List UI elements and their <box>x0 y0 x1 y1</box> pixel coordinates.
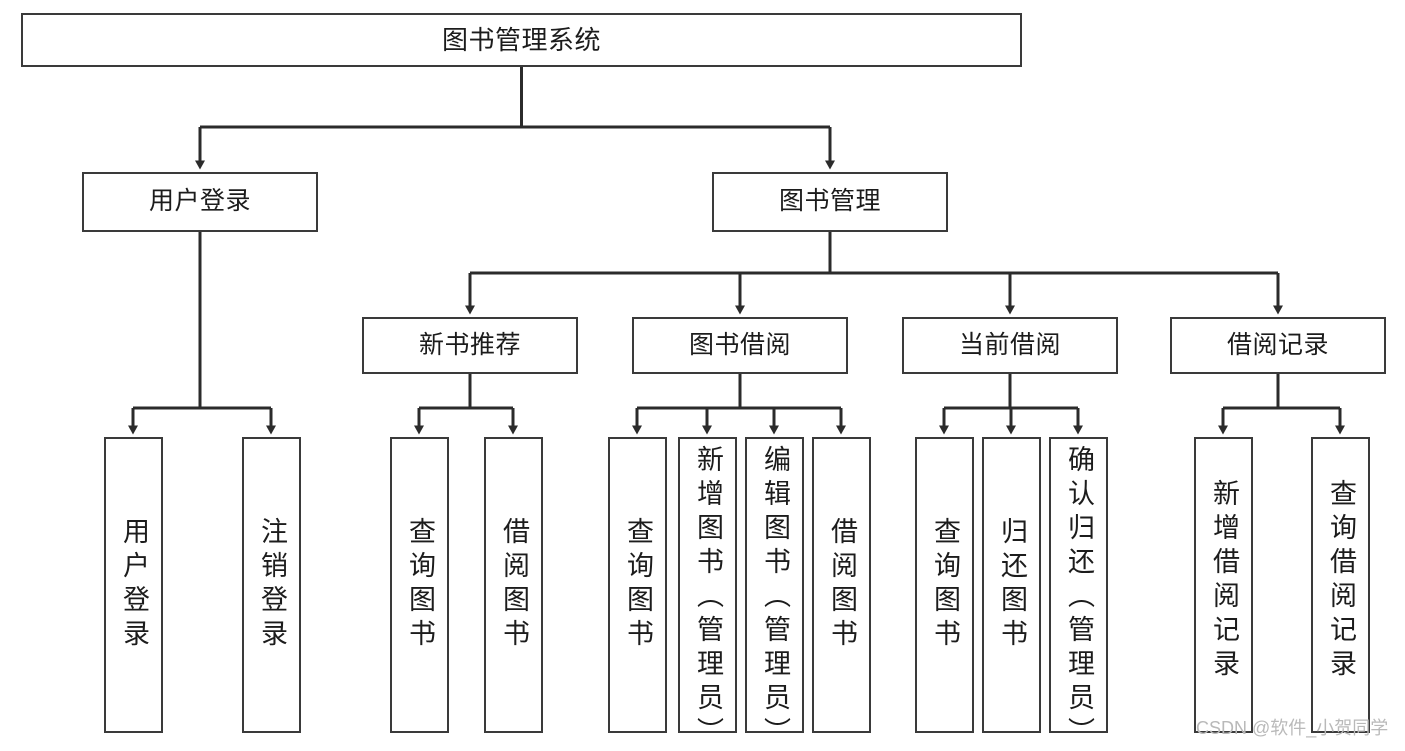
node-label: 图书管理 <box>778 187 881 216</box>
node-new-book-recommend[interactable]: 新书推荐 <box>362 317 578 374</box>
node-label: 用户登录 <box>148 187 251 216</box>
node-borrow-record[interactable]: 借阅记录 <box>1170 317 1386 374</box>
node-book-management-system[interactable]: 图书管理系统 <box>21 13 1022 67</box>
leaf-edit-book[interactable]: 编辑图书（管理员） <box>745 437 804 751</box>
node-label: 借阅图书 <box>827 517 857 653</box>
node-label: 注销登录 <box>257 517 287 653</box>
node-label: 图书管理系统 <box>441 24 601 55</box>
leaf-borrow-book[interactable]: 借阅图书 <box>812 437 871 733</box>
leaf-return-book[interactable]: 归还图书 <box>982 437 1041 733</box>
node-book-borrow[interactable]: 图书借阅 <box>632 317 848 374</box>
node-label: 确认归还（管理员） <box>1064 445 1094 751</box>
node-book-management[interactable]: 图书管理 <box>712 172 948 232</box>
leaf-query-borrow-record[interactable]: 查询借阅记录 <box>1311 437 1370 733</box>
node-label: 查询图书 <box>405 517 435 653</box>
node-label: 归还图书 <box>997 517 1027 653</box>
node-label: 查询图书 <box>623 517 653 653</box>
node-label: 图书借阅 <box>688 330 791 359</box>
node-label: 编辑图书（管理员） <box>760 445 790 751</box>
leaf-query-book-borrow[interactable]: 查询图书 <box>608 437 667 733</box>
leaf-confirm-return[interactable]: 确认归还（管理员） <box>1049 437 1108 751</box>
node-label: 查询借阅记录 <box>1326 479 1356 683</box>
leaf-add-borrow-record[interactable]: 新增借阅记录 <box>1194 437 1253 733</box>
leaf-user-login[interactable]: 用户登录 <box>104 437 163 733</box>
leaf-add-book[interactable]: 新增图书（管理员） <box>678 437 737 751</box>
node-label: 当前借阅 <box>958 330 1061 359</box>
leaf-user-logout[interactable]: 注销登录 <box>242 437 301 733</box>
node-label: 新书推荐 <box>418 330 521 359</box>
node-label: 新增借阅记录 <box>1209 479 1239 683</box>
leaf-query-book-current[interactable]: 查询图书 <box>915 437 974 733</box>
node-label: 新增图书（管理员） <box>693 445 723 751</box>
node-user-login[interactable]: 用户登录 <box>82 172 318 232</box>
csdn-watermark: CSDN @软件_小贺同学 <box>1196 718 1389 738</box>
node-label: 借阅记录 <box>1226 330 1329 359</box>
node-label: 用户登录 <box>119 517 149 653</box>
leaf-borrow-book-recommend[interactable]: 借阅图书 <box>484 437 543 733</box>
node-current-borrow[interactable]: 当前借阅 <box>902 317 1118 374</box>
node-label: 借阅图书 <box>499 517 529 653</box>
node-label: 查询图书 <box>930 517 960 653</box>
leaf-query-book-recommend[interactable]: 查询图书 <box>390 437 449 733</box>
